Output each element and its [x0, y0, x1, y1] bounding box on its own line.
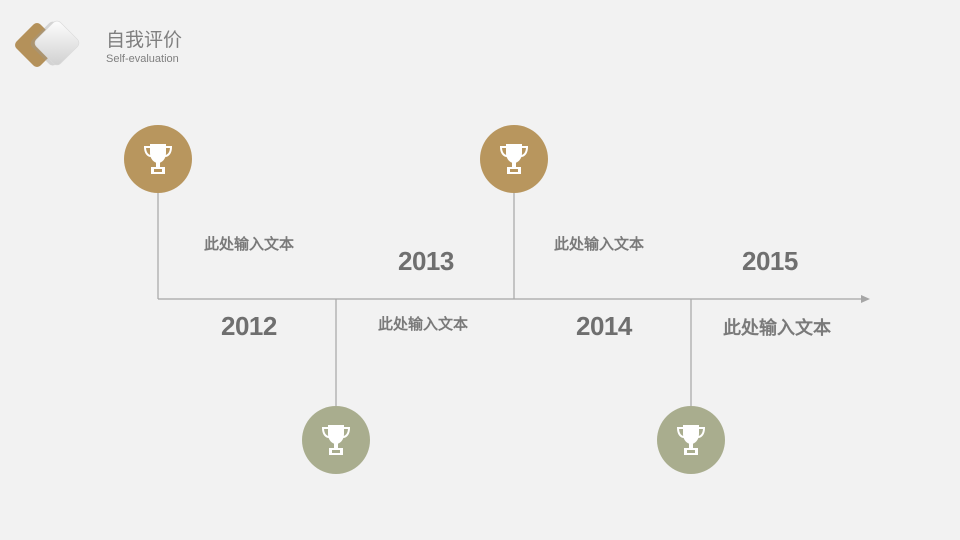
milestone-node-2012 — [124, 125, 192, 193]
milestone-year-2012: 2012 — [221, 311, 277, 341]
page-subtitle: Self-evaluation — [106, 53, 179, 65]
milestone-text-2012: 此处输入文本 — [204, 236, 295, 253]
milestone-text-2013: 此处输入文本 — [378, 316, 469, 333]
trophy-icon — [499, 144, 529, 174]
page-title: 自我评价 — [106, 30, 183, 51]
milestone-year-2013: 2013 — [398, 246, 454, 276]
arrow-head-icon — [861, 295, 870, 303]
milestone-year-2015: 2015 — [742, 246, 798, 276]
milestone-node-2013 — [302, 406, 370, 474]
trophy-icon — [143, 144, 173, 174]
milestone-node-2014 — [480, 125, 548, 193]
logo — [15, 20, 80, 67]
trophy-icon — [321, 425, 351, 455]
milestone-node-2015 — [657, 406, 725, 474]
trophy-icon — [676, 425, 706, 455]
milestone-year-2014: 2014 — [576, 311, 632, 341]
milestone-text-2015: 此处输入文本 — [723, 318, 831, 338]
milestone-text-2014: 此处输入文本 — [554, 236, 645, 253]
